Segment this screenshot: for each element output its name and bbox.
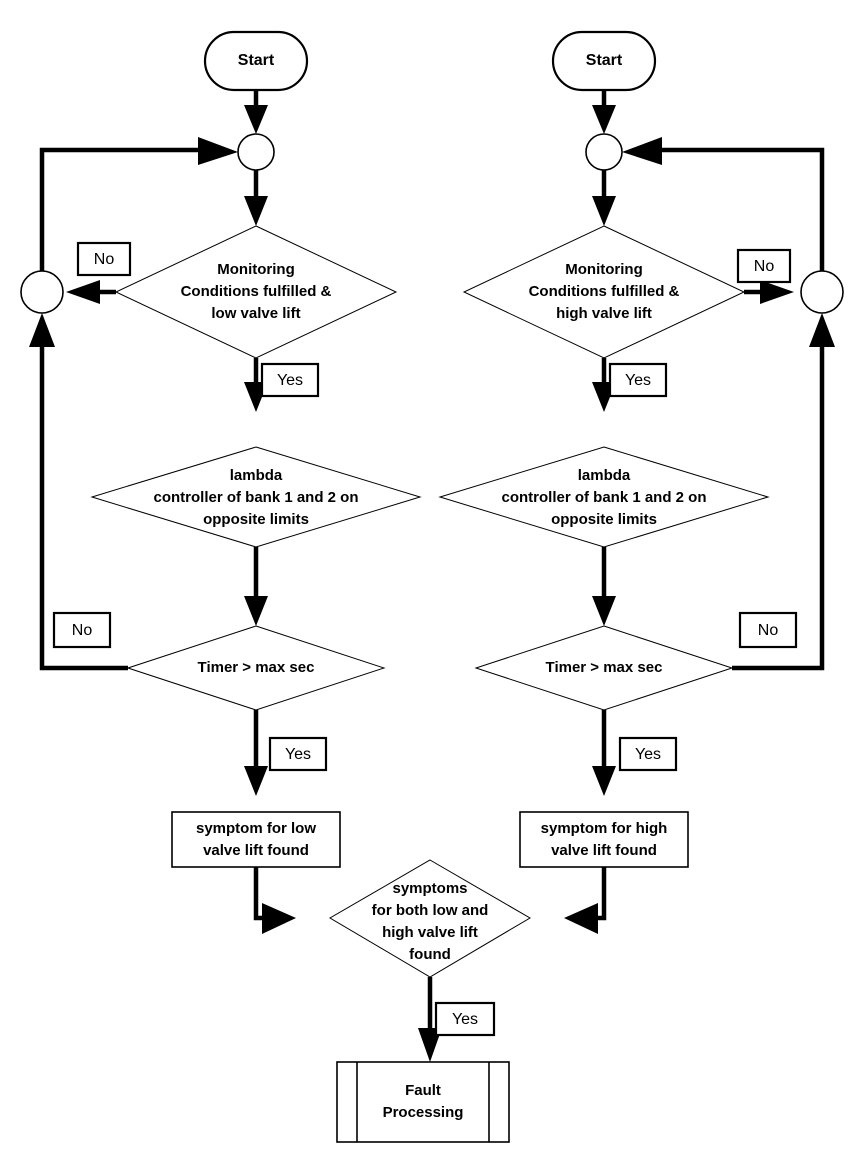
arrow-symptom-high-to-merge	[564, 867, 607, 934]
decision-monitoring-high-line1: Monitoring	[565, 261, 642, 278]
arrow-start-to-junction-high	[592, 90, 616, 134]
label-timer-yes-high-text: Yes	[635, 746, 661, 763]
arrow-monitor-no-low	[66, 280, 116, 304]
decision-monitoring-low-line1: Monitoring	[217, 261, 294, 278]
predefined-process-fault-line2: Processing	[383, 1104, 464, 1121]
decision-both-symptoms-line2: for both low and	[372, 902, 489, 919]
start-node-low-label: Start	[238, 52, 275, 69]
process-symptom-low-line2: valve lift found	[203, 842, 309, 859]
label-monitor-yes-high-text: Yes	[625, 372, 651, 389]
predefined-process-fault-line1: Fault	[405, 1082, 441, 1099]
label-merge-yes-text: Yes	[452, 1011, 478, 1028]
process-symptom-high-line2: valve lift found	[551, 842, 657, 859]
junction-circle-mid-low	[20, 270, 64, 314]
label-monitor-yes-low: Yes	[260, 362, 320, 398]
arrow-junction-to-monitor-high	[592, 170, 616, 226]
decision-both-symptoms: symptoms for both low and high valve lif…	[329, 859, 531, 978]
decision-both-symptoms-line4: found	[409, 946, 451, 963]
decision-monitoring-low: Monitoring Conditions fulfilled & low va…	[114, 225, 398, 359]
process-symptom-high: symptom for high valve lift found	[519, 811, 689, 868]
arrow-timer-yes-low	[244, 710, 268, 796]
start-node-low: Start	[203, 30, 309, 92]
decision-lambda-high-line2: controller of bank 1 and 2 on	[501, 489, 706, 506]
label-monitor-no-low: No	[76, 241, 132, 277]
arrow-monitor-no-high	[744, 280, 794, 304]
decision-monitoring-high-line2: Conditions fulfilled &	[529, 283, 680, 300]
arrow-merge-yes-to-fault	[418, 977, 442, 1062]
arrow-start-to-junction-low	[244, 90, 268, 134]
label-timer-yes-low: Yes	[268, 736, 328, 772]
junction-circle-top-low	[237, 133, 275, 171]
arrow-timer-no-high	[732, 313, 835, 671]
label-timer-yes-high: Yes	[618, 736, 678, 772]
process-symptom-high-line1: symptom for high	[541, 820, 668, 837]
arrow-timer-no-low	[29, 313, 128, 671]
decision-lambda-low-line2: controller of bank 1 and 2 on	[153, 489, 358, 506]
decision-monitoring-low-line3: low valve lift	[211, 305, 300, 322]
decision-lambda-low: lambda controller of bank 1 and 2 on opp…	[90, 446, 422, 548]
label-timer-no-low-text: No	[72, 622, 93, 639]
arrow-loopback-top-low	[39, 137, 238, 271]
junction-circle-top-high	[585, 133, 623, 171]
decision-both-symptoms-line3: high valve lift	[382, 924, 478, 941]
label-monitor-no-low-text: No	[94, 251, 115, 268]
arrow-lambda-to-timer-high	[592, 547, 616, 626]
arrow-timer-yes-high	[592, 710, 616, 796]
decision-timer-low: Timer > max sec	[126, 625, 386, 711]
junction-circle-mid-high	[800, 270, 844, 314]
arrow-junction-to-monitor-low	[244, 170, 268, 226]
decision-timer-high-text: Timer > max sec	[546, 659, 663, 676]
decision-lambda-low-line1: lambda	[230, 467, 283, 484]
predefined-process-fault: Fault Processing	[336, 1061, 510, 1143]
decision-lambda-high: lambda controller of bank 1 and 2 on opp…	[438, 446, 770, 548]
arrow-loopback-top-high	[622, 137, 825, 271]
decision-monitoring-high-line3: high valve lift	[556, 305, 652, 322]
arrow-symptom-low-to-merge	[253, 867, 296, 934]
decision-lambda-high-line3: opposite limits	[551, 511, 657, 528]
label-monitor-no-high: No	[736, 248, 792, 284]
decision-monitoring-high: Monitoring Conditions fulfilled & high v…	[462, 225, 746, 359]
decision-monitoring-low-line2: Conditions fulfilled &	[181, 283, 332, 300]
start-node-high: Start	[551, 30, 657, 92]
label-monitor-no-high-text: No	[754, 258, 775, 275]
decision-both-symptoms-line1: symptoms	[392, 880, 467, 897]
decision-timer-low-text: Timer > max sec	[198, 659, 315, 676]
decision-lambda-low-line3: opposite limits	[203, 511, 309, 528]
label-merge-yes: Yes	[434, 1001, 496, 1037]
process-symptom-low-line1: symptom for low	[196, 820, 316, 837]
process-symptom-low: symptom for low valve lift found	[171, 811, 341, 868]
label-monitor-yes-high: Yes	[608, 362, 668, 398]
label-timer-yes-low-text: Yes	[285, 746, 311, 763]
label-monitor-yes-low-text: Yes	[277, 372, 303, 389]
label-timer-no-high: No	[738, 611, 798, 649]
arrow-lambda-to-timer-low	[244, 547, 268, 626]
decision-timer-high: Timer > max sec	[474, 625, 734, 711]
start-node-high-label: Start	[586, 52, 623, 69]
label-timer-no-high-text: No	[758, 622, 779, 639]
decision-lambda-high-line1: lambda	[578, 467, 631, 484]
label-timer-no-low: No	[52, 611, 112, 649]
